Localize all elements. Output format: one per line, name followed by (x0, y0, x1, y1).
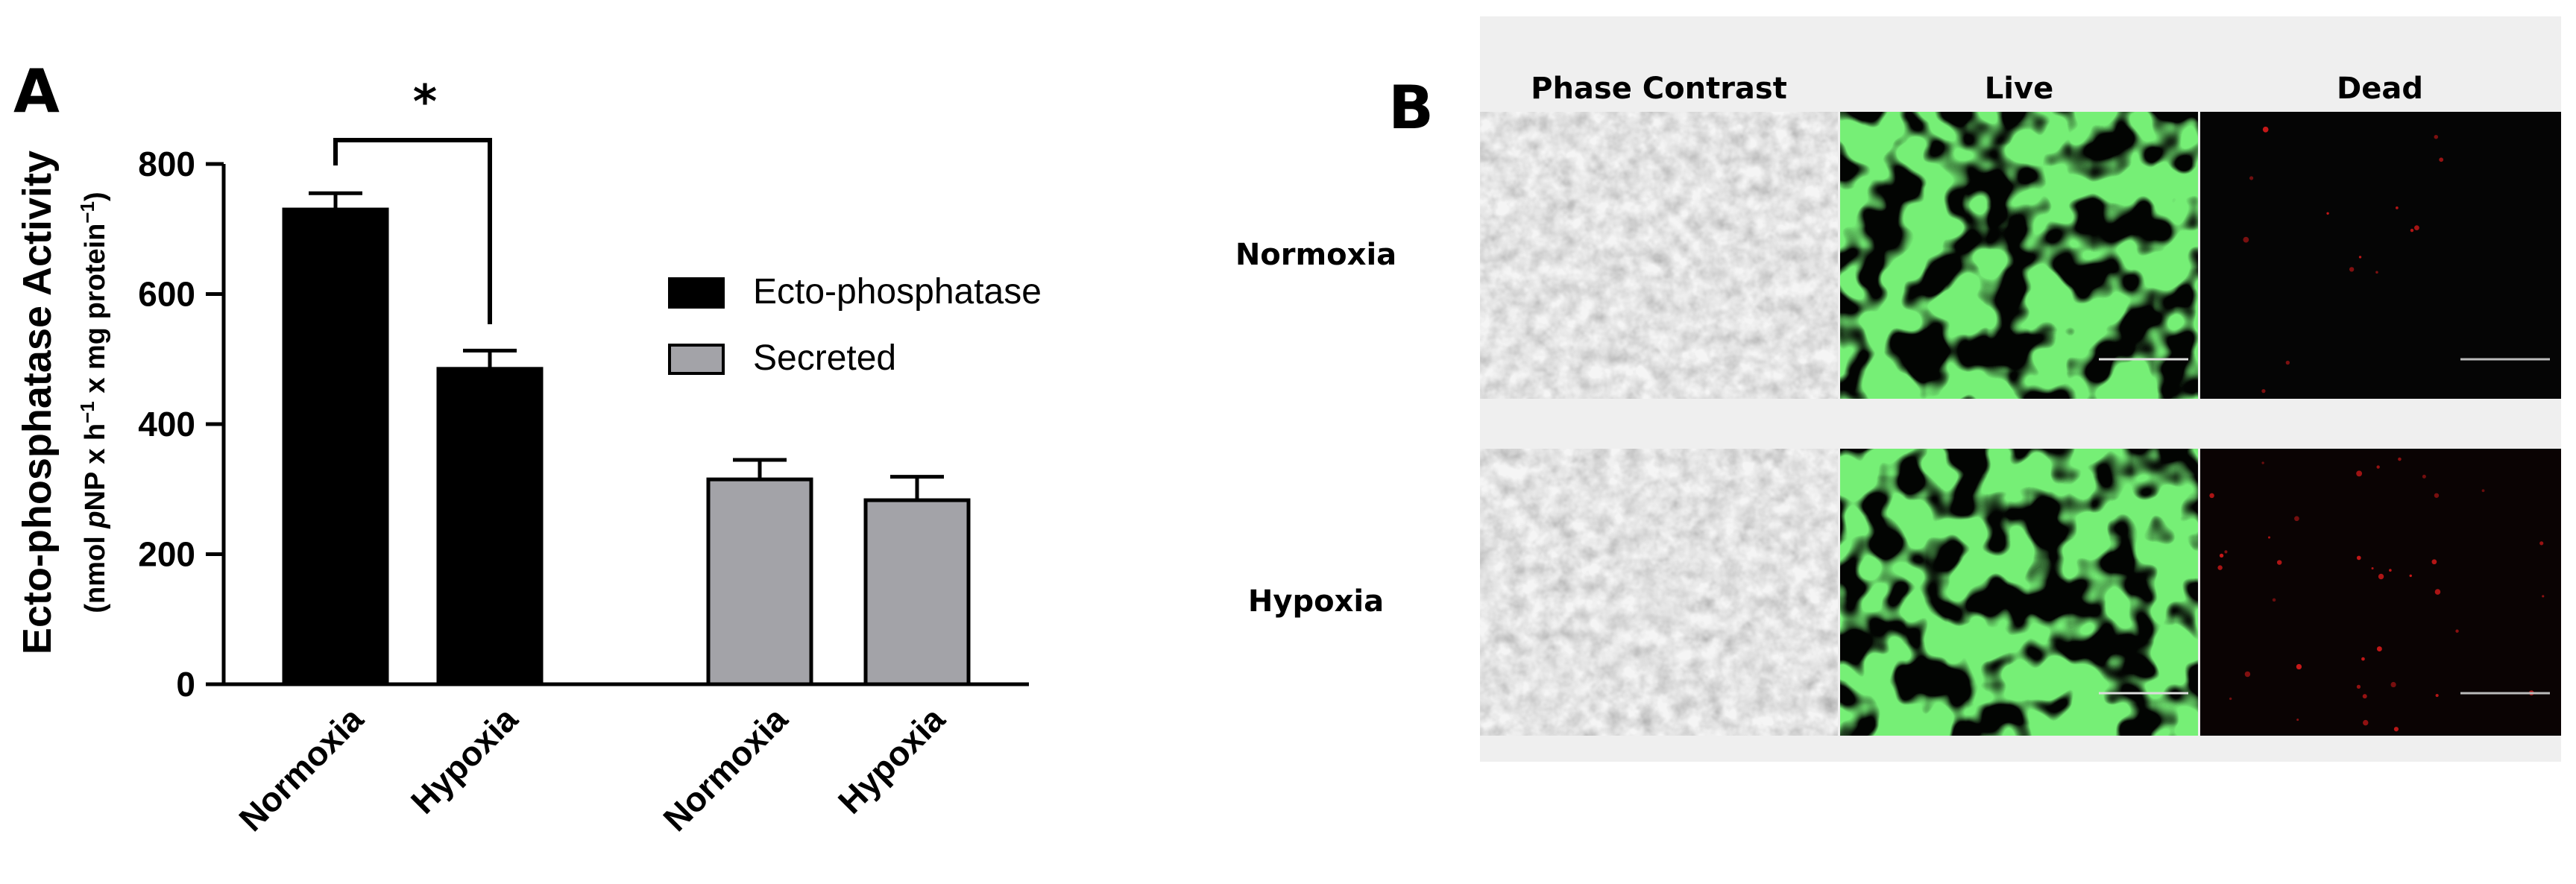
dead-cell-dot (2217, 565, 2223, 570)
category-label: Normoxia (231, 699, 371, 839)
dead-cell-dot (2349, 267, 2355, 272)
y-tick-label: 400 (138, 405, 195, 443)
y-axis-title: Ecto-phosphatase Activity (nmol pNP x h−… (15, 151, 111, 654)
bars (282, 207, 971, 686)
dead-cell-dot (2285, 360, 2290, 365)
dead-cell-dot (2542, 595, 2545, 598)
dead-cell-dot (2434, 134, 2439, 139)
dead-cell-dot (2261, 461, 2264, 464)
dead-cell-dot (2294, 516, 2299, 522)
significance-asterisk: * (413, 75, 437, 129)
dead-cell-dot (2361, 657, 2365, 661)
dead-cell-dot (2398, 457, 2402, 461)
dead-cell-dot (2326, 212, 2329, 215)
dead-cell-dot (2378, 573, 2384, 580)
dead-cell-dots (2209, 457, 2545, 732)
y-axis-units: (nmol pNP x h−1 x mg protein−1) (76, 192, 111, 613)
legend-label-ecto: Ecto-phosphatase (753, 272, 1042, 312)
dead-cell-dot (2389, 569, 2392, 572)
image-hypoxia-phase (1480, 449, 1838, 736)
dead-cell-dot (2261, 388, 2266, 394)
dead-cell-dot (2376, 465, 2380, 469)
dead-cell-dot (2414, 225, 2419, 231)
dead-cell-dot (2276, 560, 2282, 565)
dead-cell-dot (2356, 470, 2363, 477)
legend-label-secreted: Secreted (753, 338, 896, 378)
bar (436, 367, 544, 686)
category-label: Hypoxia (831, 699, 953, 821)
legend: Ecto-phosphatase Secreted (668, 272, 1042, 378)
dead-cell-dot (2422, 474, 2426, 479)
category-labels: Normoxia Hypoxia Normoxia Hypoxia (231, 699, 952, 839)
dead-cell-dot (2434, 493, 2440, 498)
image-normoxia-phase (1480, 112, 1838, 399)
panel-a: A Ecto-phosphatase Activity (nmol pNP x … (13, 57, 1042, 839)
image-normoxia-live (1840, 112, 2198, 399)
dead-cell-dot (2229, 697, 2232, 701)
category-label: Hypoxia (403, 699, 526, 821)
dead-cell-dot (2363, 719, 2369, 726)
y-ticks: 0 200 400 600 800 (138, 145, 224, 704)
dead-cell-dot (2249, 176, 2254, 180)
dead-cell-dot (2376, 646, 2382, 652)
dead-cell-dot (2358, 256, 2362, 259)
column-header-phase-contrast: Phase Contrast (1531, 72, 1787, 106)
column-header-live: Live (1985, 72, 2053, 106)
error-bars (309, 191, 944, 501)
bar (282, 207, 389, 686)
dead-cell-dot (2262, 126, 2269, 133)
legend-swatch-ecto (668, 277, 725, 309)
dead-cell-dot (2431, 559, 2437, 565)
dead-cell-dot (2356, 684, 2361, 689)
y-axis-label: Ecto-phosphatase Activity (15, 151, 60, 654)
dead-cell-dots (2243, 126, 2444, 394)
dead-cell-dot (2209, 493, 2214, 499)
panel-b: B Phase Contrast Live Dead Normoxia Hypo… (1235, 16, 2561, 762)
bar (706, 477, 813, 686)
row-label-hypoxia: Hypoxia (1248, 584, 1384, 619)
bracket-line (333, 138, 492, 324)
dead-cell-dot (2244, 671, 2251, 678)
dead-cell-dot (2272, 598, 2276, 602)
bar (863, 498, 971, 686)
y-tick-label: 0 (176, 665, 195, 704)
dead-cell-dot (2296, 663, 2302, 670)
y-tick-label: 600 (138, 275, 195, 314)
dead-cell-dot (2243, 236, 2249, 243)
dead-cell-dot (2439, 157, 2444, 162)
dead-cell-dot (2539, 541, 2544, 546)
dead-cell-dot (2224, 550, 2228, 554)
y-tick-label: 800 (138, 145, 195, 183)
dead-cell-dot (2267, 536, 2271, 539)
dead-cell-dot (2395, 206, 2399, 209)
dead-cell-dot (2219, 553, 2224, 558)
dead-cell-dot (2362, 694, 2367, 699)
dead-cell-dot (2435, 694, 2439, 698)
image-hypoxia-live (1840, 449, 2198, 736)
dead-cell-dot (2371, 566, 2374, 570)
dead-cell-dot (2409, 574, 2412, 578)
y-tick-label: 200 (138, 535, 195, 574)
image-normoxia-dead (2200, 112, 2561, 399)
significance-bracket: * (333, 75, 492, 324)
dead-cell-dot (2410, 228, 2414, 233)
dead-cell-dot (2434, 589, 2441, 595)
dead-cell-dot (2393, 727, 2399, 732)
dead-cell-dot (2356, 555, 2361, 561)
dead-cell-dot (2481, 489, 2485, 493)
image-hypoxia-dead (2200, 449, 2561, 736)
row-label-normoxia: Normoxia (1235, 238, 1396, 272)
legend-swatch-secreted (668, 344, 725, 375)
panel-a-label: A (13, 57, 60, 126)
dead-cell-dot (2296, 719, 2299, 722)
dead-cell-dot (2455, 629, 2459, 633)
column-header-dead: Dead (2337, 72, 2423, 106)
category-label: Normoxia (655, 699, 795, 839)
panel-b-label: B (1388, 73, 1434, 142)
dead-cell-dot (2390, 681, 2396, 688)
dead-cell-dot (2375, 271, 2378, 274)
